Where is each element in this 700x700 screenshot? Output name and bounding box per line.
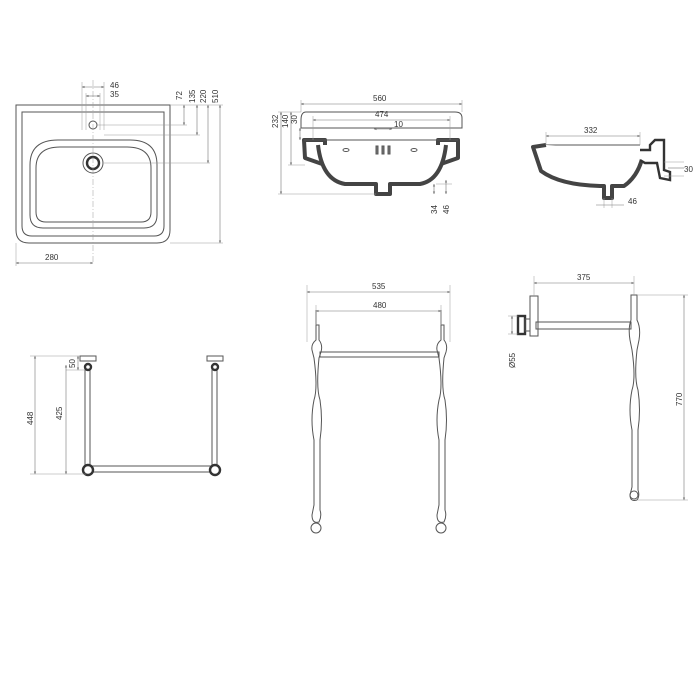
tap-slot-2 (381, 145, 385, 155)
dim-332-label: 332 (584, 126, 598, 135)
frame-side-leg (628, 294, 641, 501)
basin-front-view: 560 474 10 232 140 30 34 46 (271, 94, 463, 214)
basin-front-rim (300, 111, 463, 129)
dim-448-label: 448 (26, 411, 35, 425)
dim-375-label: 375 (577, 273, 591, 282)
frame-front-left-foot (310, 522, 322, 534)
dim-30-side-label: 30 (684, 165, 693, 174)
overflow-left (342, 148, 350, 152)
basin-front-bowl (316, 144, 448, 196)
dim-135-label: 135 (188, 89, 197, 103)
overflow-right (410, 148, 418, 152)
wall-flange (516, 314, 527, 336)
frame-left-cap (79, 355, 97, 362)
dim-30-front-label: 30 (290, 115, 299, 124)
dim-055-label: Ø55 (508, 352, 517, 368)
frame-bottom-rail (87, 465, 217, 473)
dim-46-side-label: 46 (628, 197, 637, 206)
dim-35-label: 35 (110, 90, 119, 99)
wall-flange-collar (524, 318, 531, 332)
basin-side-view: 332 30 46 (531, 126, 693, 208)
dim-510-label: 510 (211, 89, 220, 103)
dim-474-label: 474 (375, 110, 389, 119)
dim-72-label: 72 (175, 91, 184, 100)
frame-left-top-knob (83, 362, 93, 372)
basin-side-section (531, 143, 646, 200)
basin-side-bracket (639, 138, 672, 182)
dim-46-front-label: 46 (442, 205, 451, 214)
dim-34-label: 34 (430, 205, 439, 214)
dim-770-label: 770 (675, 392, 684, 406)
basin-top-rim-inner (21, 111, 165, 237)
dim-480-label: 480 (373, 301, 387, 310)
dim-46-label: 46 (110, 81, 119, 90)
dim-425-label: 425 (55, 406, 64, 420)
frame-right-post (211, 366, 218, 471)
frame-side-foot (629, 490, 639, 500)
basin-top-view: 46 35 72 135 220 510 280 (15, 80, 223, 266)
dim-560-label: 560 (373, 94, 387, 103)
frame-front-view: 535 480 (306, 282, 451, 534)
frame-front-right-foot (435, 522, 447, 534)
dim-10-label: 10 (394, 120, 403, 129)
basin-top-bowl-outer (29, 139, 158, 229)
frame-left-post (84, 366, 91, 471)
dim-232-label: 232 (271, 114, 280, 128)
frame-right-joint (208, 463, 222, 477)
frame-side-view: 375 Ø55 770 (508, 273, 688, 501)
dim-220-label: 220 (199, 89, 208, 103)
frame-front-crossbar (319, 351, 440, 358)
basin-top-outline (15, 104, 171, 244)
basin-top-bowl-inner (35, 146, 152, 223)
frame-left-joint (81, 463, 95, 477)
frame-right-cap (206, 355, 224, 362)
frame-right-top-knob (210, 362, 220, 372)
frame-side-rail (535, 321, 632, 330)
dim-280-label: 280 (45, 253, 59, 262)
frame-front-left-leg (311, 324, 323, 523)
tap-slot-3 (387, 145, 391, 155)
frame-side-post (529, 295, 539, 337)
frame-top-view: 448 425 50 (26, 355, 224, 477)
dim-50-label: 50 (68, 359, 77, 368)
dim-535-label: 535 (372, 282, 386, 291)
tap-slot-1 (375, 145, 379, 155)
dim-140-label: 140 (281, 114, 290, 128)
frame-front-right-leg (436, 324, 448, 523)
